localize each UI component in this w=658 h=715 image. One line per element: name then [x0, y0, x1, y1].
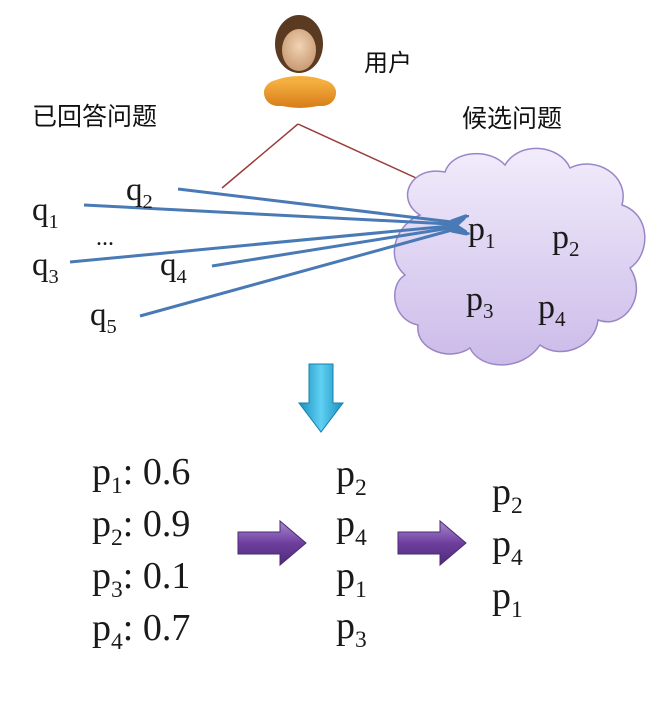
score-row-p3: p3: 0.1: [92, 555, 190, 603]
arrow-to-q3: [69, 226, 450, 264]
svg-text:p4: p4: [336, 503, 367, 551]
answered-q4: q4: [160, 247, 187, 288]
candidate-p1: p1: [468, 211, 496, 253]
svg-text:q4: q4: [160, 247, 187, 288]
score-row-p2: p2: 0.9: [92, 503, 190, 551]
ranked-item-3: p1: [336, 555, 367, 603]
svg-text:q1: q1: [32, 192, 59, 233]
answered-q5: q5: [90, 297, 117, 338]
candidates-cloud: [393, 147, 646, 366]
candidate-p3: p3: [466, 281, 494, 323]
right-arrow-2: [397, 519, 467, 567]
svg-text:p3: p3: [336, 605, 367, 653]
svg-text:p2: p2: [552, 219, 580, 261]
user-link-right: [297, 123, 439, 189]
svg-text:p3: p3: [466, 281, 494, 323]
svg-text:p4: p4: [492, 523, 523, 571]
answered-q2: q2: [126, 172, 153, 213]
svg-text:q3: q3: [32, 247, 59, 288]
arrow-to-q2: [177, 187, 452, 222]
svg-text:p3: 0.1: p3: 0.1: [92, 555, 190, 603]
down-arrow: [297, 363, 345, 433]
score-row-p1: p1: 0.6: [92, 451, 190, 499]
svg-text:p4: p4: [538, 289, 566, 331]
topk-list: p2 p4 p1: [492, 471, 523, 623]
svg-text:q5: q5: [90, 297, 117, 338]
right-arrow-1: [237, 519, 307, 567]
answered-title: 已回答问题: [32, 102, 157, 131]
relation-arrows: [69, 187, 452, 318]
ranked-list: p2 p4 p1 p3: [336, 453, 367, 653]
answered-q1: q1: [32, 192, 59, 233]
ranked-item-2: p4: [336, 503, 367, 551]
answered-q3: q3: [32, 247, 59, 288]
user-label: 用户: [364, 49, 412, 77]
svg-text:p2: 0.9: p2: 0.9: [92, 503, 190, 551]
score-list: p1: 0.6 p2: 0.9 p3: 0.1 p4: 0.7: [92, 451, 190, 655]
topk-item-1: p2: [492, 471, 523, 519]
topk-item-3: p1: [492, 575, 523, 623]
svg-text:p2: p2: [492, 471, 523, 519]
arrow-to-q1: [83, 203, 450, 224]
candidates-title: 候选问题: [462, 104, 562, 133]
svg-text:p1: p1: [336, 555, 367, 603]
svg-text:q2: q2: [126, 172, 153, 213]
user-link-left: [221, 123, 299, 189]
arrow-to-q4: [211, 228, 450, 268]
ranked-item-4: p3: [336, 605, 367, 653]
user-icon: [264, 15, 336, 108]
svg-text:p4: 0.7: p4: 0.7: [92, 607, 190, 655]
topk-item-2: p4: [492, 523, 523, 571]
candidate-p4: p4: [538, 289, 566, 331]
svg-text:p1: p1: [492, 575, 523, 623]
arrow-to-q5: [139, 230, 452, 318]
answered-ellipsis: ...: [96, 225, 114, 251]
svg-text:p1: p1: [468, 211, 496, 253]
svg-text:p1: 0.6: p1: 0.6: [92, 451, 190, 499]
svg-text:p2: p2: [336, 453, 367, 501]
ranked-item-1: p2: [336, 453, 367, 501]
candidate-p2: p2: [552, 219, 580, 261]
score-row-p4: p4: 0.7: [92, 607, 190, 655]
